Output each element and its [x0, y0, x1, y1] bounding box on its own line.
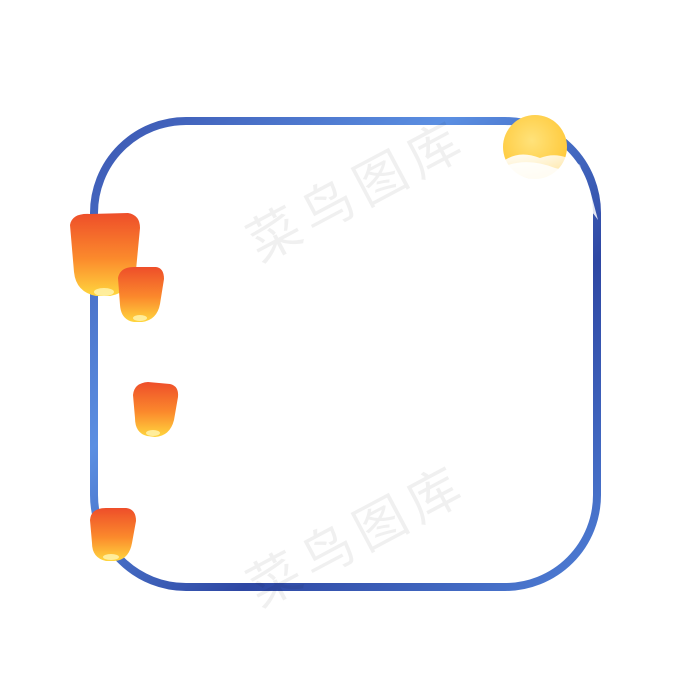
frame-border [90, 117, 601, 591]
sky-lantern-icon [133, 382, 179, 437]
moon-icon [503, 115, 600, 225]
sky-lantern-icon [90, 508, 136, 561]
sky-lantern-icon [118, 267, 164, 322]
